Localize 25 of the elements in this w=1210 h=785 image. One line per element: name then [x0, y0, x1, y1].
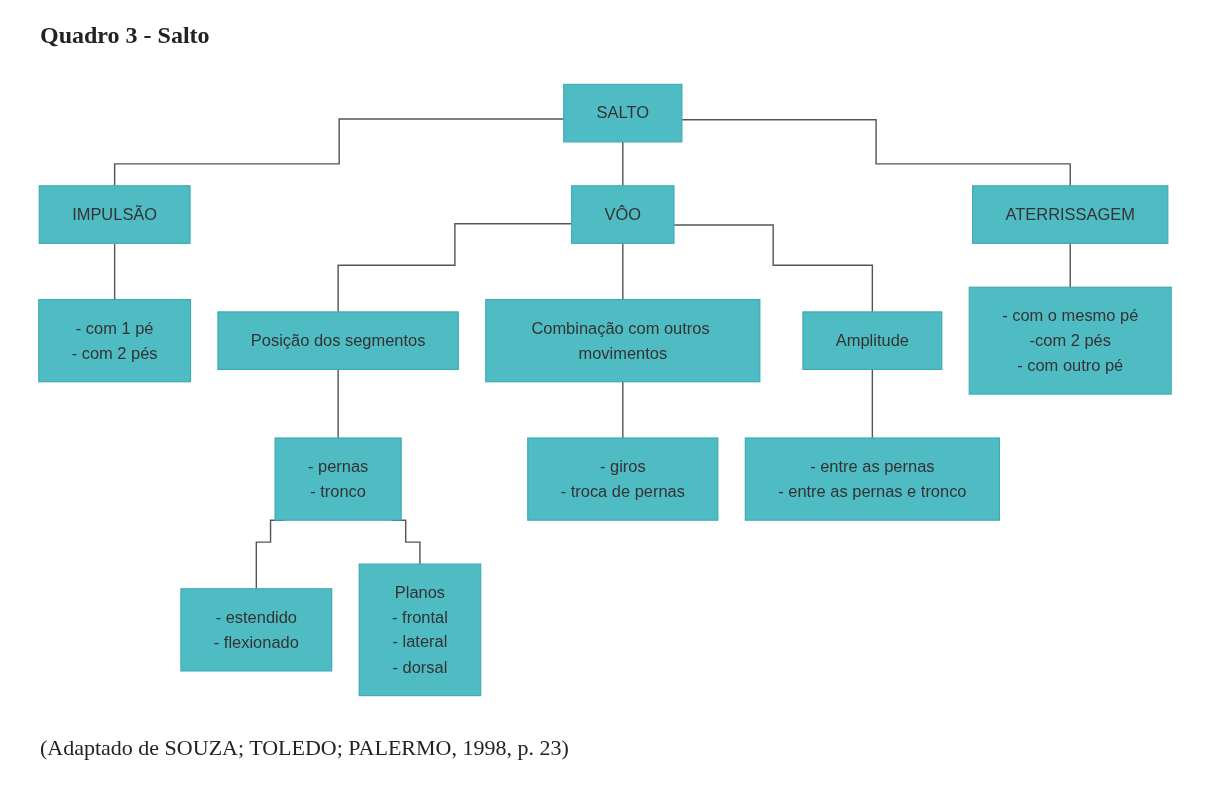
node-box: - estendido - flexionado: [180, 588, 333, 672]
node-box: SALTO: [563, 83, 683, 143]
node-box: Posição dos segmentos: [217, 311, 459, 370]
connector: [871, 368, 874, 439]
node-box: Combinação com outros movimentos: [485, 299, 761, 383]
node-box: Planos - frontal - lateral - dorsal: [358, 563, 482, 697]
connector: [622, 381, 624, 439]
node-box: - pernas - tronco: [274, 437, 402, 521]
node-box: VÔO: [571, 185, 675, 244]
node-box: - com 1 pé - com 2 pés: [38, 299, 192, 383]
node-box: ATERRISSAGEM: [972, 185, 1169, 244]
node-box: Amplitude: [802, 311, 943, 370]
connector: [673, 224, 874, 313]
connector: [681, 119, 1071, 187]
connector: [1069, 242, 1071, 288]
node-box: - giros - troca de pernas: [527, 437, 719, 521]
connector: [113, 242, 116, 301]
connector: [622, 242, 624, 301]
source-caption: (Adaptado de SOUZA; TOLEDO; PALERMO, 1998, p. 23): [40, 735, 569, 761]
diagram-title: Quadro 3 - Salto: [40, 22, 210, 49]
node-box: - com o mesmo pé -com 2 pés - com outro pé: [968, 286, 1172, 395]
connector: [337, 368, 339, 439]
node-box: - entre as pernas - entre as pernas e tronco: [744, 437, 1000, 521]
connector: [622, 141, 624, 187]
node-box: IMPULSÃO: [38, 185, 191, 244]
